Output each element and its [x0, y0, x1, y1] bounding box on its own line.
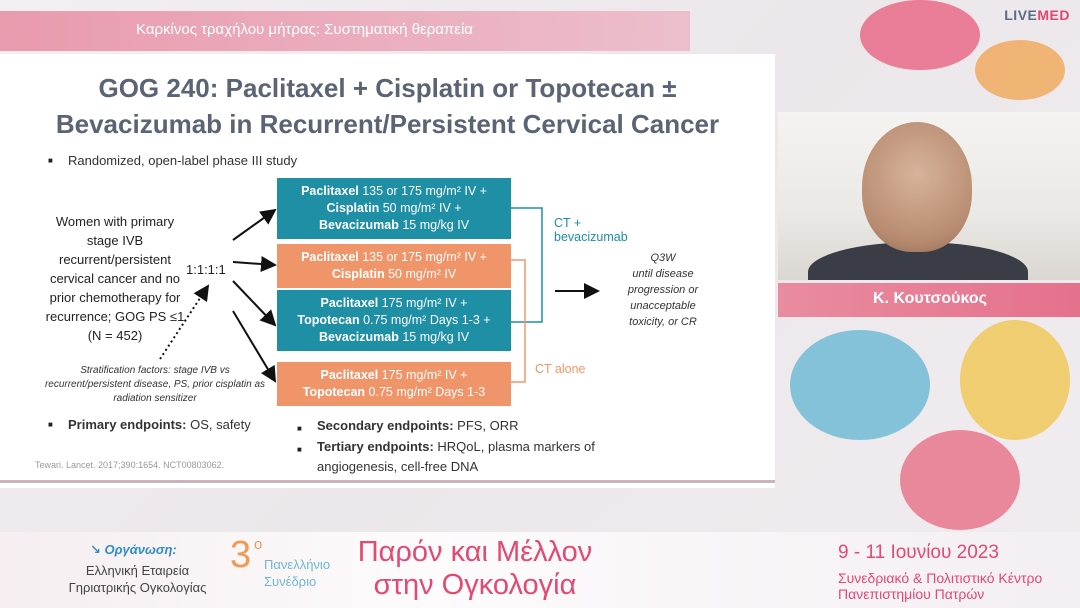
population-text: Women with primary stage IVB recurrent/p…	[45, 214, 185, 343]
conference-date: 9 - 11 Ιουνίου 2023	[838, 542, 999, 563]
edition-ordinal: ο	[254, 536, 263, 553]
arrow-arm-1	[232, 208, 277, 241]
arm-4-dose-1: 175 mg/m² IV +	[378, 368, 468, 382]
slide-title-line-2: Bevacizumab in Recurrent/Persistent Cerv…	[55, 109, 720, 139]
arm-4-dose-2: 0.75 mg/m² Days 1-3	[365, 385, 486, 399]
arm-1-dose-1: 135 or 175 mg/m² IV +	[358, 184, 487, 198]
theme-line-1: Παρόν και Μέλλον	[357, 536, 593, 568]
slide-title: GOG 240: Paclitaxel + Cisplatin or Topot…	[0, 70, 775, 142]
tertiary-label: Tertiary endpoints:	[317, 439, 434, 454]
conference-theme: Παρόν και Μέλλον στην Ογκολογία	[345, 536, 605, 602]
citation: Tewari. Lancet. 2017;390:1654. NCT008030…	[35, 460, 225, 470]
organizer-name: Ελληνική Εταιρεία Γηριατρικής Ογκολογίας	[68, 563, 207, 595]
schedule-line: progression or	[627, 284, 699, 296]
primary-label: Primary endpoints:	[68, 417, 187, 432]
tertiary-value: HRQoL, plasma markers of angiogenesis, c…	[317, 439, 595, 474]
arm-2-dose-1: 135 or 175 mg/m² IV +	[358, 250, 487, 264]
conference-footer: ↘ Οργάνωση: Ελληνική Εταιρεία Γηριατρική…	[0, 532, 1080, 608]
logo-live: LIVE	[1004, 7, 1038, 23]
background-paint-splash	[860, 0, 980, 70]
ct-alone-label: CT alone	[535, 362, 586, 376]
top-title-bar: Καρκίνος τραχήλου μήτρας: Συστηματική θε…	[0, 11, 690, 51]
conference-type-line-1: Πανελλήνιο	[264, 557, 331, 572]
arm-2-box: Paclitaxel 135 or 175 mg/m² IV + Cisplat…	[277, 244, 511, 288]
schedule-line: until disease	[632, 268, 694, 280]
venue-line-2: Πανεπιστημίου Πατρών	[838, 586, 985, 602]
arm-1-box: Paclitaxel 135 or 175 mg/m² IV + Cisplat…	[277, 178, 511, 239]
background-paint-splash	[790, 330, 930, 440]
arm-4-drug-2: Topotecan	[302, 385, 366, 399]
treatment-schedule: Q3W until disease progression or unaccep…	[618, 250, 708, 330]
arm-2-dose-2: 50 mg/m² IV	[384, 267, 457, 281]
top-title: Καρκίνος τραχήλου μήτρας: Συστηματική θε…	[136, 21, 473, 38]
arm-3-drug-3: Bevacizumab	[318, 330, 399, 344]
tertiary-endpoints: Tertiary endpoints: HRQoL, plasma marker…	[297, 437, 617, 477]
presentation-slide: GOG 240: Paclitaxel + Cisplatin or Topot…	[0, 54, 775, 488]
conference-type-line-2: Συνέδριο	[264, 574, 317, 589]
conference-type: Πανελλήνιο Συνέδριο	[264, 556, 330, 590]
primary-endpoints: Primary endpoints: OS, safety	[48, 417, 251, 432]
arm-1-dose-2: 50 mg/m² IV +	[379, 201, 462, 215]
arm-4-drug-1: Paclitaxel	[320, 368, 379, 382]
primary-value: OS, safety	[186, 417, 251, 432]
arm-3-drug-1: Paclitaxel	[320, 296, 379, 310]
arm-3-drug-2: Topotecan	[297, 313, 360, 327]
randomization-ratio: 1:1:1:1	[186, 262, 226, 277]
slide-divider	[0, 480, 775, 483]
arm-3-dose-2: 0.75 mg/m² Days 1-3 +	[359, 313, 491, 327]
secondary-endpoints: Secondary endpoints: PFS, ORR	[297, 416, 617, 439]
arrow-arm-3	[232, 280, 277, 327]
ct-alone-bracket	[511, 259, 526, 383]
arm-1-drug-1: Paclitaxel	[301, 184, 359, 198]
edition-number: 3	[230, 534, 252, 576]
slide-title-line-1: GOG 240: Paclitaxel + Cisplatin or Topot…	[98, 73, 677, 103]
speaker-name: Κ. Κουτσούκος	[873, 290, 987, 307]
background-paint-splash	[975, 40, 1065, 100]
arrow-arm-2	[232, 256, 277, 272]
secondary-label: Secondary endpoints:	[317, 418, 454, 433]
secondary-value: PFS, ORR	[453, 418, 519, 433]
speaker-face	[862, 122, 972, 252]
flow-arrows	[159, 207, 600, 383]
speaker-nameplate: Κ. Κουτσούκος	[778, 283, 1080, 317]
arm-1-dose-3: 15 mg/kg IV	[398, 218, 470, 232]
arm-4-box: Paclitaxel 175 mg/m² IV + Topotecan 0.75…	[277, 362, 511, 406]
logo-med: MED	[1037, 7, 1070, 23]
ct-bev-label-line-1: CT +	[554, 216, 582, 230]
arm-1-drug-2: Cisplatin	[326, 201, 380, 215]
organizer-label: ↘ Οργάνωση:	[90, 542, 177, 557]
ct-bev-label-line-2: bevacizumab	[554, 230, 628, 244]
study-design-bullet: Randomized, open-label phase III study	[48, 153, 297, 168]
schedule-line: toxicity, or CR	[629, 316, 697, 328]
ct-bev-bracket	[511, 207, 543, 323]
schedule-line: unacceptable	[630, 300, 696, 312]
arm-3-dose-1: 175 mg/m² IV +	[378, 296, 468, 310]
arm-3-box: Paclitaxel 175 mg/m² IV + Topotecan 0.75…	[277, 290, 511, 351]
arm-1-drug-3: Bevacizumab	[318, 218, 399, 232]
arm-3-dose-3: 15 mg/kg IV	[398, 330, 470, 344]
arm-2-drug-2: Cisplatin	[331, 267, 385, 281]
venue-line-1: Συνεδριακό & Πολιτιστικό Κέντρο	[838, 570, 1043, 586]
stratification-factors: Stratification factors: stage IVB vs rec…	[44, 365, 266, 404]
speaker-video	[778, 112, 1080, 280]
schedule-line: Q3W	[650, 252, 676, 264]
stratification-arrow	[159, 284, 210, 360]
theme-line-2: στην Ογκολογία	[373, 569, 577, 601]
ct-bev-label: CT + bevacizumab	[554, 216, 628, 244]
arm-2-drug-1: Paclitaxel	[301, 250, 359, 264]
livemed-logo: LIVEMED	[1004, 7, 1070, 23]
background-paint-splash	[900, 430, 1020, 530]
background-paint-splash	[960, 320, 1070, 440]
conference-venue: Συνεδριακό & Πολιτιστικό Κέντρο Πανεπιστ…	[838, 570, 1042, 602]
arrow-arm-4	[232, 310, 277, 383]
